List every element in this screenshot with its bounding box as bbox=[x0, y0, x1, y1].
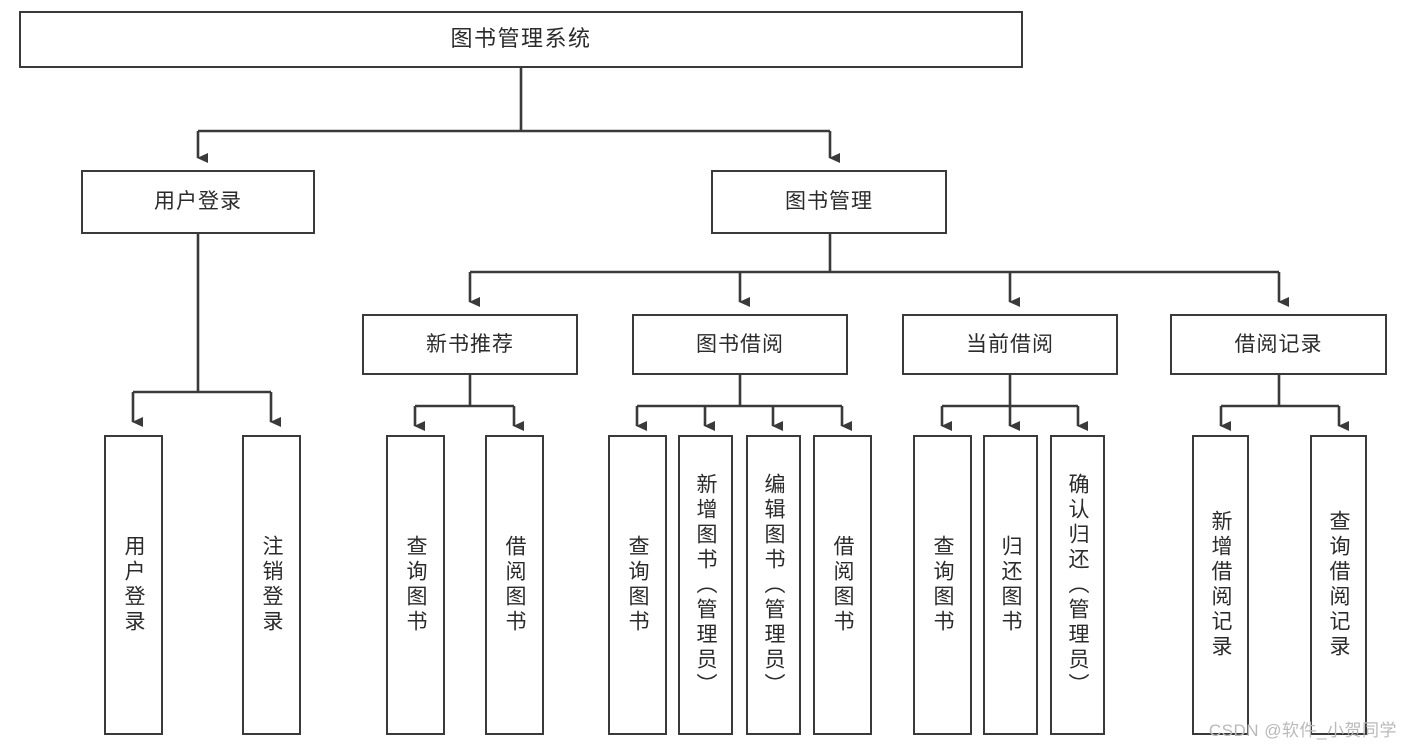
node-user-login[interactable]: 用户登录 bbox=[81, 170, 315, 234]
node-label: 用户登录 bbox=[122, 535, 145, 635]
leaf-current-borrow-query[interactable]: 查询图书 bbox=[913, 435, 972, 735]
node-label: 当前借阅 bbox=[966, 332, 1054, 356]
node-label: 图书管理 bbox=[785, 190, 873, 214]
node-label: 归还图书 bbox=[999, 535, 1022, 635]
leaf-book-borrow-borrow[interactable]: 借阅图书 bbox=[813, 435, 872, 735]
node-current-borrow[interactable]: 当前借阅 bbox=[902, 314, 1118, 375]
node-label: 确认归还（管理员） bbox=[1066, 472, 1089, 698]
node-label: 注销登录 bbox=[260, 535, 283, 635]
node-label: 查询图书 bbox=[931, 535, 954, 635]
node-label: 图书管理系统 bbox=[450, 26, 592, 52]
leaf-borrow-records-query[interactable]: 查询借阅记录 bbox=[1310, 435, 1367, 735]
node-label: 图书借阅 bbox=[696, 332, 784, 356]
node-label: 新书推荐 bbox=[426, 332, 514, 356]
leaf-new-book-borrow[interactable]: 借阅图书 bbox=[485, 435, 544, 735]
node-book-borrow[interactable]: 图书借阅 bbox=[632, 314, 848, 375]
node-label: 借阅记录 bbox=[1234, 332, 1323, 356]
leaf-user-login-login[interactable]: 用户登录 bbox=[104, 435, 163, 735]
node-root-book-management-system[interactable]: 图书管理系统 bbox=[19, 11, 1023, 68]
node-label: 借阅图书 bbox=[503, 535, 526, 635]
node-label: 借阅图书 bbox=[831, 535, 854, 635]
node-label: 查询图书 bbox=[626, 535, 649, 635]
leaf-new-book-query[interactable]: 查询图书 bbox=[386, 435, 445, 735]
node-label: 查询图书 bbox=[404, 535, 427, 635]
leaf-borrow-records-add[interactable]: 新增借阅记录 bbox=[1192, 435, 1249, 735]
leaf-current-borrow-confirm-return[interactable]: 确认归还（管理员） bbox=[1050, 435, 1105, 735]
node-label: 新增借阅记录 bbox=[1209, 510, 1232, 660]
node-label: 查询借阅记录 bbox=[1327, 510, 1350, 660]
node-label: 编辑图书（管理员） bbox=[762, 472, 785, 698]
node-new-book-recommend[interactable]: 新书推荐 bbox=[362, 314, 578, 375]
watermark: CSDN @软件_小贺同学 bbox=[1208, 721, 1397, 740]
leaf-book-borrow-add[interactable]: 新增图书（管理员） bbox=[678, 435, 733, 735]
node-book-management[interactable]: 图书管理 bbox=[711, 170, 947, 234]
node-label: 新增图书（管理员） bbox=[694, 472, 717, 698]
node-label: 用户登录 bbox=[154, 190, 242, 214]
node-borrow-records[interactable]: 借阅记录 bbox=[1170, 314, 1387, 375]
leaf-current-borrow-return[interactable]: 归还图书 bbox=[983, 435, 1038, 735]
leaf-book-borrow-query[interactable]: 查询图书 bbox=[608, 435, 667, 735]
leaf-user-login-logout[interactable]: 注销登录 bbox=[242, 435, 301, 735]
leaf-book-borrow-edit[interactable]: 编辑图书（管理员） bbox=[746, 435, 801, 735]
